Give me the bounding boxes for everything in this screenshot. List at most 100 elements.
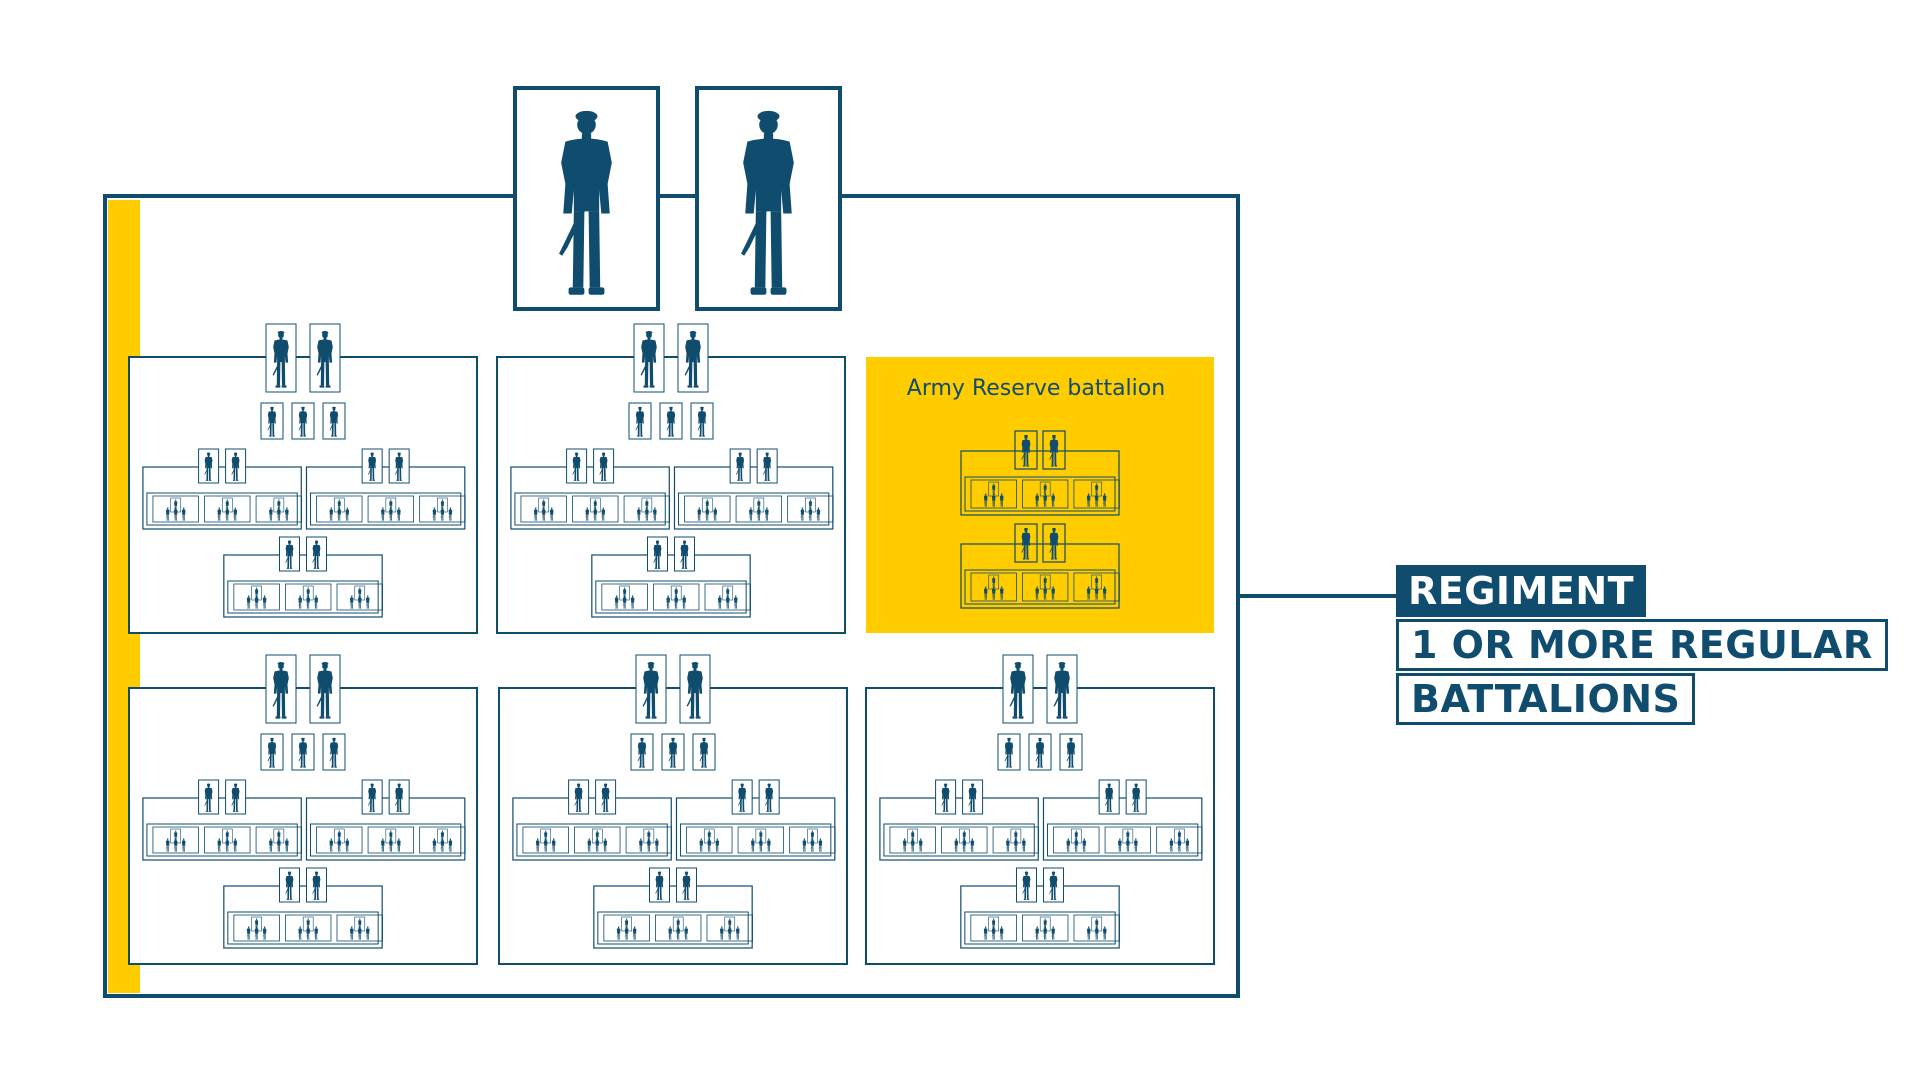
platoon-leader-icon [388, 779, 410, 815]
hq-soldier-icon [628, 402, 652, 440]
hq-soldier-icon [630, 733, 654, 771]
hq-soldier-icon [690, 402, 714, 440]
squad-box [1073, 572, 1120, 602]
hq-soldier-icon [322, 733, 346, 771]
squad-box [970, 914, 1017, 942]
squad-box [204, 495, 251, 523]
squad-box [255, 826, 303, 854]
hq-soldier-icon [997, 733, 1021, 771]
squad-box [233, 914, 280, 942]
platoon-leader-icon [649, 867, 670, 903]
company-leader-icon [677, 323, 709, 393]
squad-box [520, 495, 567, 523]
platoon-leader-icon [758, 779, 780, 815]
hq-soldier-icon [661, 733, 685, 771]
platoon-leader-icon [1043, 867, 1064, 903]
squad-box [1022, 479, 1069, 509]
squad-box [419, 495, 466, 523]
platoon-leader-icon [674, 536, 695, 572]
company-leader-icon [633, 323, 665, 393]
regiment-label-line3: BATTALIONS [1396, 673, 1696, 725]
squad-box [1156, 826, 1203, 854]
hq-soldier-icon [260, 402, 284, 440]
hq-soldier-icon [291, 402, 315, 440]
company-leader-icon [309, 654, 341, 724]
squad-box [419, 826, 466, 854]
platoon-leader-icon [935, 779, 957, 815]
squad-box [684, 495, 731, 523]
squad-box [737, 826, 785, 854]
hq-soldier-icon [1059, 733, 1083, 771]
platoon-leader-icon [593, 448, 615, 484]
platoon-leader-icon [568, 779, 590, 815]
section-box [964, 569, 1116, 605]
squad-box [233, 583, 280, 611]
platoon-leader-icon [279, 867, 300, 903]
squad-box [889, 826, 936, 854]
squad-box [316, 826, 363, 854]
commanding-officer-icon [513, 86, 660, 311]
squad-box [1073, 914, 1120, 942]
regiment-label-line1: REGIMENT [1396, 565, 1647, 617]
squad-box [204, 826, 251, 854]
platoon-leader-icon [962, 779, 984, 815]
platoon-leader-icon [676, 867, 697, 903]
squad-box [572, 495, 619, 523]
squad-box [655, 914, 702, 942]
squad-box [152, 826, 199, 854]
platoon-leader-icon [1014, 523, 1038, 563]
platoon-leader-icon [1098, 779, 1120, 815]
regimental-sergeant-icon [695, 86, 842, 311]
platoon-leader-icon [279, 536, 300, 572]
hq-soldier-icon [260, 733, 284, 771]
squad-box [1053, 826, 1100, 854]
squad-box [1073, 479, 1120, 509]
platoon-leader-icon [198, 779, 220, 815]
squad-box [623, 495, 671, 523]
platoon-leader-icon [1125, 779, 1147, 815]
squad-box [367, 826, 415, 854]
squad-box [255, 495, 303, 523]
squad-box [1022, 914, 1069, 942]
reserve-battalion-title: Army Reserve battalion [906, 376, 1166, 401]
platoon-leader-icon [225, 779, 247, 815]
squad-box [522, 826, 569, 854]
company-leader-icon [635, 654, 667, 724]
squad-box [1104, 826, 1152, 854]
squad-box [316, 495, 363, 523]
hq-soldier-icon [322, 402, 346, 440]
squad-box [152, 495, 199, 523]
squad-box [367, 495, 415, 523]
company-leader-icon [309, 323, 341, 393]
company-leader-icon [265, 323, 297, 393]
squad-box [285, 583, 332, 611]
platoon-leader-icon [361, 779, 383, 815]
squad-box [789, 826, 836, 854]
hq-soldier-icon [291, 733, 315, 771]
platoon-leader-icon [198, 448, 220, 484]
platoon-leader-icon [1042, 430, 1066, 470]
platoon-leader-icon [306, 536, 327, 572]
squad-box [601, 583, 648, 611]
squad-box [970, 479, 1017, 509]
platoon-leader-icon [1014, 430, 1038, 470]
platoon-leader-icon [731, 779, 753, 815]
squad-box [706, 914, 753, 942]
squad-box [336, 914, 383, 942]
platoon-leader-icon [306, 867, 327, 903]
company-leader-icon [265, 654, 297, 724]
squad-box [285, 914, 332, 942]
company-leader-icon [679, 654, 711, 724]
squad-box [686, 826, 733, 854]
section-box [964, 476, 1116, 512]
hq-soldier-icon [659, 402, 683, 440]
platoon-leader-icon [729, 448, 751, 484]
squad-box [1022, 572, 1069, 602]
platoon-leader-icon [756, 448, 778, 484]
company-leader-icon [1002, 654, 1034, 724]
squad-box [787, 495, 834, 523]
squad-box [653, 583, 700, 611]
platoon-leader-icon [225, 448, 247, 484]
platoon-leader-icon [361, 448, 383, 484]
platoon-leader-icon [1042, 523, 1066, 563]
